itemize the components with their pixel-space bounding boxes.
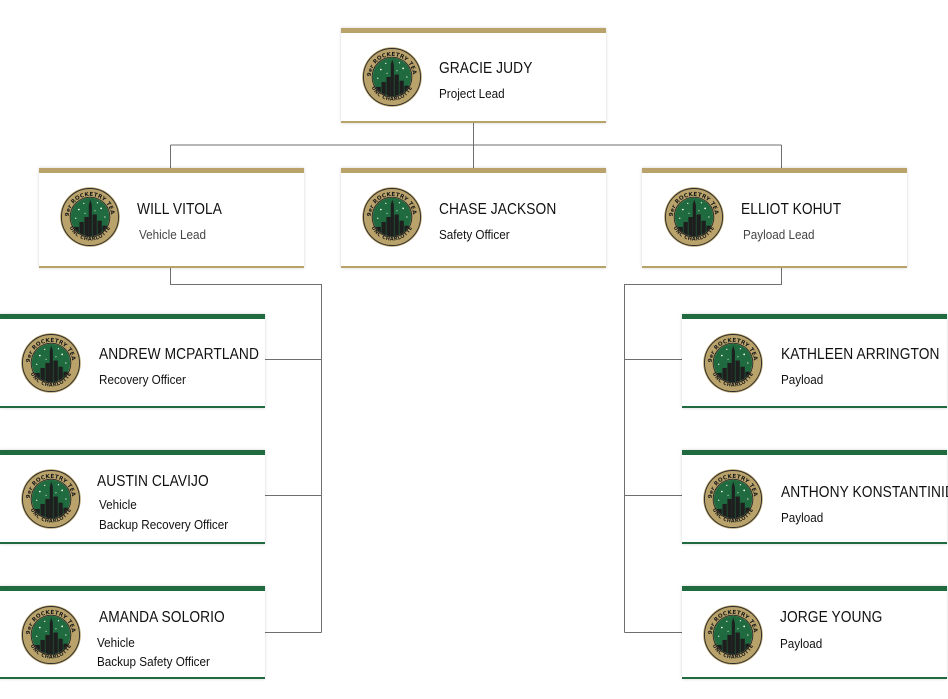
member-role-secondary: Backup Safety Officer: [97, 654, 210, 669]
rocketry-team-badge-icon: 49er ROCKETRY TEAMUNC CHARLOTTE: [702, 468, 764, 530]
rocketry-team-badge-icon: 49er ROCKETRY TEAMUNC CHARLOTTE: [663, 186, 725, 248]
member-name: GRACIE JUDY: [439, 60, 533, 77]
org-card-will-vitola: 49er ROCKETRY TEAMUNC CHARLOTTE WILL VIT…: [39, 168, 304, 268]
rocketry-team-badge-icon: 49er ROCKETRY TEAMUNC CHARLOTTE: [20, 604, 82, 666]
org-card-andrew-mcpartland: 49er ROCKETRY TEAMUNC CHARLOTTE ANDREW M…: [0, 314, 265, 408]
org-card-elliot-kohut: 49er ROCKETRY TEAMUNC CHARLOTTE ELLIOT K…: [642, 168, 907, 268]
member-role-secondary: Backup Recovery Officer: [99, 517, 229, 532]
member-role: Vehicle Lead: [139, 227, 207, 242]
rocketry-team-badge-icon: 49er ROCKETRY TEAMUNC CHARLOTTE: [361, 46, 423, 108]
org-card-jorge-young: 49er ROCKETRY TEAMUNC CHARLOTTE JORGE YO…: [682, 586, 947, 679]
org-card-anthony-konstantinidi: 49er ROCKETRY TEAMUNC CHARLOTTE ANTHONY …: [682, 450, 948, 544]
member-name: AMANDA SOLORIO: [99, 609, 225, 626]
member-role: Payload: [781, 372, 824, 387]
member-name: ANTHONY KONSTANTINIDI: [781, 484, 948, 501]
member-role: Project Lead: [439, 86, 505, 101]
member-name: AUSTIN CLAVIJO: [97, 473, 209, 490]
member-name: ANDREW MCPARTLAND: [99, 346, 259, 363]
member-name: JORGE YOUNG: [780, 609, 883, 626]
rocketry-team-badge-icon: 49er ROCKETRY TEAMUNC CHARLOTTE: [702, 332, 764, 394]
member-role: Safety Officer: [439, 227, 510, 242]
org-card-amanda-solorio: 49er ROCKETRY TEAMUNC CHARLOTTE AMANDA S…: [0, 586, 265, 679]
member-role: Payload: [781, 510, 824, 525]
member-name: KATHLEEN ARRINGTON: [781, 346, 940, 363]
member-role-primary: Vehicle: [99, 497, 137, 512]
rocketry-team-badge-graphic: 49er ROCKETRY TEAMUNC CHARLOTTE: [361, 46, 422, 107]
rocketry-team-badge-graphic: 49er ROCKETRY TEAMUNC CHARLOTTE: [59, 186, 120, 247]
rocketry-team-badge-graphic: 49er ROCKETRY TEAMUNC CHARLOTTE: [702, 604, 763, 665]
rocketry-team-badge-icon: 49er ROCKETRY TEAMUNC CHARLOTTE: [20, 332, 82, 394]
member-role: Payload Lead: [743, 227, 815, 242]
rocketry-team-badge-graphic: 49er ROCKETRY TEAMUNC CHARLOTTE: [361, 186, 422, 247]
member-name: WILL VITOLA: [137, 201, 223, 218]
org-card-chase-jackson: 49er ROCKETRY TEAMUNC CHARLOTTE CHASE JA…: [341, 168, 606, 268]
org-card-kathleen-arrington: 49er ROCKETRY TEAMUNC CHARLOTTE KATHLEEN…: [682, 314, 947, 408]
rocketry-team-badge-graphic: 49er ROCKETRY TEAMUNC CHARLOTTE: [663, 186, 724, 247]
member-role-primary: Vehicle: [97, 635, 135, 650]
rocketry-team-badge-icon: 49er ROCKETRY TEAMUNC CHARLOTTE: [702, 604, 764, 666]
rocketry-team-badge-icon: 49er ROCKETRY TEAMUNC CHARLOTTE: [361, 186, 423, 248]
rocketry-team-badge-graphic: 49er ROCKETRY TEAMUNC CHARLOTTE: [702, 468, 763, 529]
rocketry-team-badge-graphic: 49er ROCKETRY TEAMUNC CHARLOTTE: [20, 332, 81, 393]
member-name: ELLIOT KOHUT: [741, 201, 842, 218]
org-card-austin-clavijo: 49er ROCKETRY TEAMUNC CHARLOTTE AUSTIN C…: [0, 450, 265, 544]
rocketry-team-badge-graphic: 49er ROCKETRY TEAMUNC CHARLOTTE: [20, 468, 81, 529]
member-name: CHASE JACKSON: [439, 201, 557, 218]
member-role: Payload: [780, 636, 823, 651]
org-card-gracie-judy: 49er ROCKETRY TEAMUNC CHARLOTTE GRACIE J…: [341, 28, 606, 123]
rocketry-team-badge-graphic: 49er ROCKETRY TEAMUNC CHARLOTTE: [20, 604, 81, 665]
rocketry-team-badge-graphic: 49er ROCKETRY TEAMUNC CHARLOTTE: [702, 332, 763, 393]
rocketry-team-badge-icon: 49er ROCKETRY TEAMUNC CHARLOTTE: [59, 186, 121, 248]
rocketry-team-badge-icon: 49er ROCKETRY TEAMUNC CHARLOTTE: [20, 468, 82, 530]
member-role: Recovery Officer: [99, 372, 186, 387]
